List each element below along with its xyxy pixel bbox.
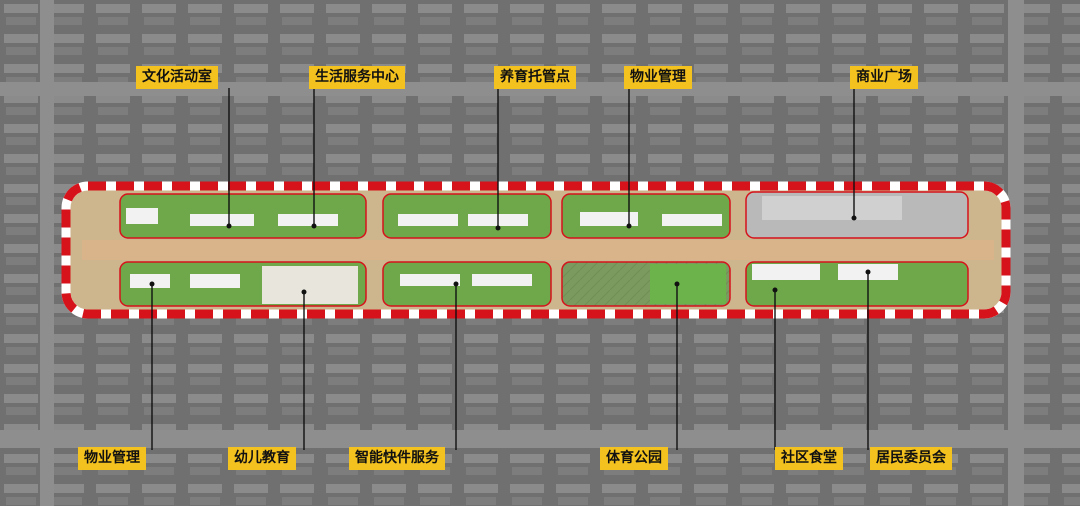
commercial-building [762, 196, 902, 220]
leader-lines [151, 88, 869, 450]
context-road [0, 82, 1080, 96]
label-childcare-point: 养育托管点 [494, 66, 576, 89]
main-road [82, 240, 994, 260]
label-sports-park: 体育公园 [600, 447, 668, 470]
label-property-management-top: 物业管理 [624, 66, 692, 89]
label-property-management-bottom: 物业管理 [78, 447, 146, 470]
label-commercial-plaza: 商业广场 [850, 66, 918, 89]
label-smart-parcel-service: 智能快件服务 [349, 447, 445, 470]
context-road [40, 0, 54, 506]
label-residents-committee: 居民委员会 [870, 447, 952, 470]
context-road [1008, 0, 1024, 506]
label-life-service-center: 生活服务中心 [309, 66, 405, 89]
context-road [0, 430, 1080, 448]
label-preschool-education: 幼儿教育 [228, 447, 296, 470]
leader-dots [149, 215, 871, 295]
label-culture-room: 文化活动室 [136, 66, 218, 89]
residential-buildings [126, 208, 898, 288]
boundary-dashed [61, 181, 1011, 319]
label-community-canteen: 社区食堂 [775, 447, 843, 470]
